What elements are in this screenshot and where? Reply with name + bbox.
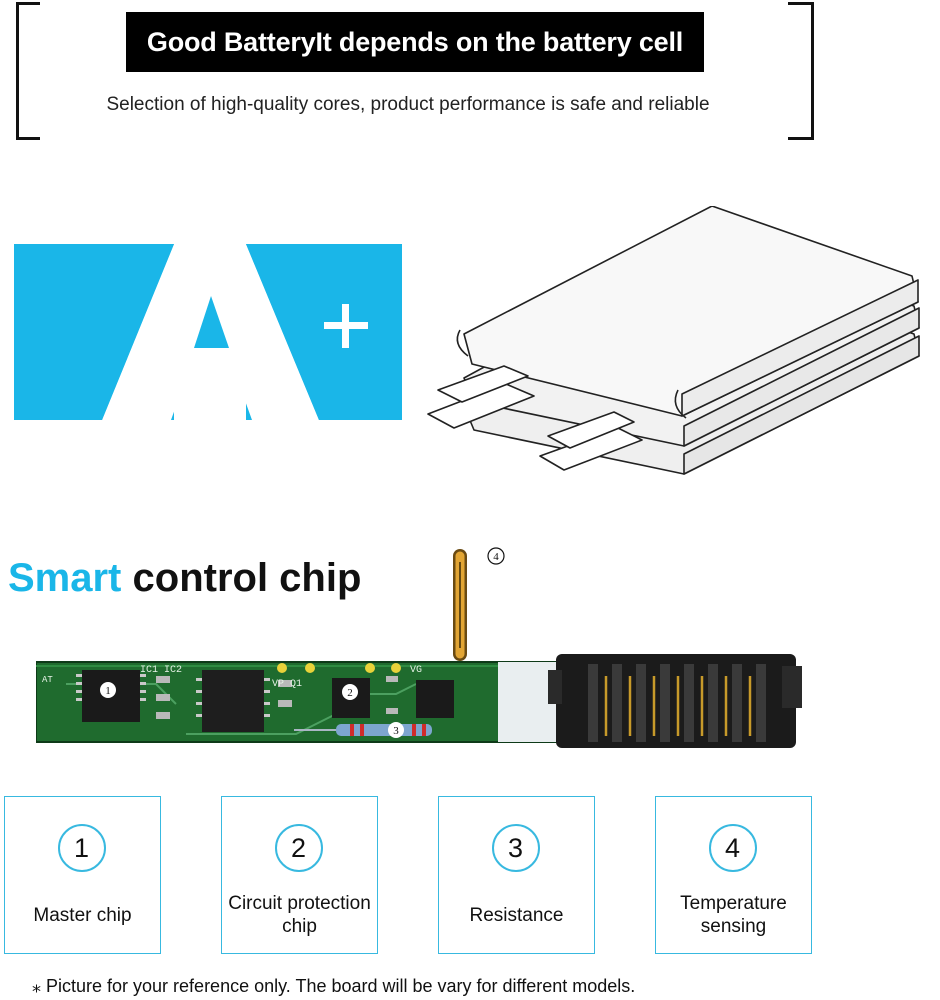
svg-text:3: 3 xyxy=(393,725,399,737)
svg-text:4: 4 xyxy=(493,551,499,563)
a-plus-grade-logo: A xyxy=(14,244,402,420)
card-label: Master chip xyxy=(33,904,132,926)
marker-2: 2 xyxy=(342,684,358,700)
card-label: Resistance xyxy=(469,904,564,926)
marker-3: 3 xyxy=(388,722,404,738)
board-label-vg: VG xyxy=(410,665,422,676)
card-label: Circuit protection chip xyxy=(228,893,371,937)
card-label: Temperature sensing xyxy=(680,893,787,937)
card-number-badge: 2 xyxy=(274,824,323,872)
board-label-ic: IC1 IC2 xyxy=(140,665,182,676)
feature-card: 1 Master chip xyxy=(4,796,161,954)
heading-accent: Smart xyxy=(8,556,122,600)
marker-1: 1 xyxy=(100,682,116,698)
feature-card: 4 Temperature sensing xyxy=(655,796,812,954)
board-label-at: AT xyxy=(42,675,53,685)
footnote: ⁎ Picture for your reference only. The b… xyxy=(32,976,636,996)
card-number-badge: 1 xyxy=(57,824,106,872)
circuit-board-illustration: 4 xyxy=(36,547,802,748)
left-bracket xyxy=(16,2,40,140)
section-heading: Smart control chip xyxy=(8,556,361,601)
svg-text:1: 1 xyxy=(105,685,111,697)
heading-rest: control chip xyxy=(132,556,362,600)
right-bracket xyxy=(788,2,814,140)
page-subtitle: Selection of high-quality cores, product… xyxy=(106,94,710,115)
card-number-badge: 4 xyxy=(708,824,757,872)
battery-cells-illustration xyxy=(427,206,920,475)
svg-text:2: 2 xyxy=(347,687,353,699)
marker-4 xyxy=(487,547,505,565)
card-number-badge: 3 xyxy=(491,824,540,872)
page-title: Good BatteryIt depends on the battery ce… xyxy=(126,12,704,72)
feature-card: 3 Resistance xyxy=(438,796,595,954)
feature-card: 2 Circuit protection chip xyxy=(221,796,378,954)
board-label-vp: VP Q1 xyxy=(272,679,302,690)
plus-icon xyxy=(324,304,368,348)
